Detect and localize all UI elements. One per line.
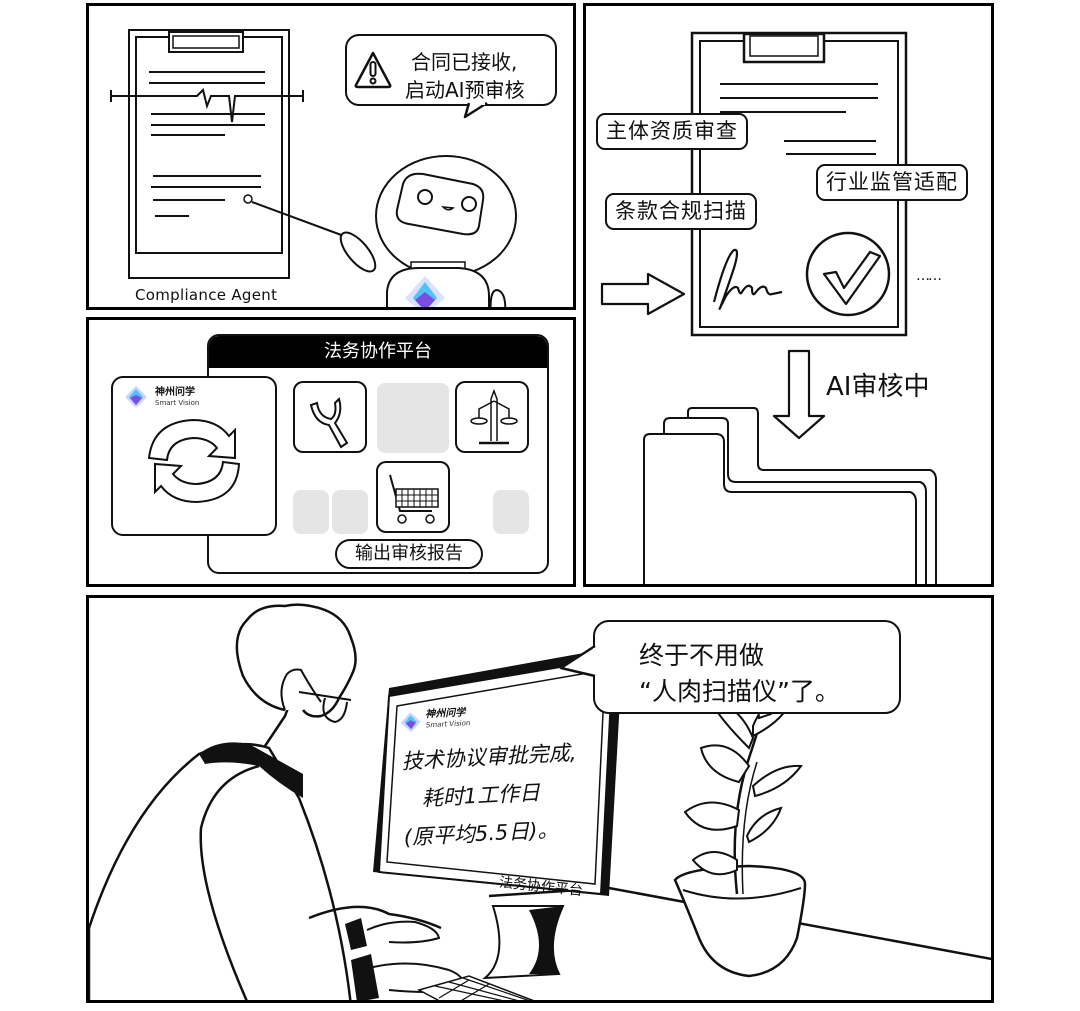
office-worker-drawing	[89, 603, 991, 1000]
speech-bubble-ai-notice: 合同已接收, 启动AI预审核	[345, 34, 557, 106]
ai-reviewing-status: AI审核中	[826, 372, 930, 402]
warning-triangle-icon	[354, 51, 392, 89]
placeholder-tile	[293, 490, 329, 534]
bubble-line-2: 启动AI预审核	[405, 78, 525, 102]
clipboard-document-drawing	[110, 29, 517, 307]
scales-icon	[470, 388, 518, 445]
output-report-label: 输出审核报告	[355, 543, 463, 564]
monitor-logo-en: Smart Vision	[425, 719, 471, 730]
document-caption: Compliance Agent	[135, 286, 278, 304]
speech-bubble-tail	[463, 101, 488, 119]
smart-vision-logo-icon	[405, 276, 445, 307]
panel-ai-review: 主体资质审查 行业监管适配 条款合规扫描 …… AI审核中	[583, 3, 994, 587]
sync-card: 神州问学 Smart Vision	[111, 376, 277, 536]
shopping-cart-icon	[389, 474, 439, 524]
placeholder-tile	[377, 383, 449, 453]
review-drawing	[600, 31, 937, 584]
tag-clause-compliance-scan: 条款合规扫描	[605, 193, 757, 230]
wrench-icon	[309, 397, 349, 449]
approval-message-line-3: (原平均5.5日)。	[403, 817, 560, 850]
logo-en-text: Smart Vision	[155, 399, 200, 407]
placeholder-tile	[493, 490, 529, 534]
sync-arrows-icon	[147, 418, 241, 504]
placeholder-tile	[332, 490, 368, 534]
tag-entity-qualification-review: 主体资质审查	[596, 113, 748, 150]
legal-scales-tile[interactable]	[455, 381, 529, 453]
smart-vision-logo-icon	[125, 386, 147, 408]
panel-legal-platform: 法务协作平台 输出审核报告	[86, 317, 576, 587]
panel-approval-complete: 神州问学 Smart Vision 技术协议审批完成, 耗时1工作日 (原平均5…	[86, 595, 994, 1003]
bubble-line-1: 合同已接收,	[411, 50, 518, 74]
smart-vision-logo-icon	[400, 712, 421, 733]
logo-cn-text: 神州问学	[155, 387, 195, 398]
bubble-line-1: 终于不用做	[639, 641, 765, 670]
approval-message-line-2: 耗时1工作日	[421, 780, 541, 811]
platform-title: 法务协作平台	[324, 341, 432, 362]
monitor-screen: 神州问学 Smart Vision 技术协议审批完成, 耗时1工作日 (原平均5…	[395, 698, 604, 888]
speech-bubble-tail	[559, 644, 597, 678]
bubble-line-2: “人肉扫描仪”了。	[639, 677, 840, 706]
tag-industry-regulation-fit: 行业监管适配	[816, 164, 968, 201]
approval-message-line-1: 技术协议审批完成,	[401, 740, 577, 774]
ellipsis-more: ……	[916, 268, 942, 284]
wrench-tool-tile[interactable]	[293, 381, 367, 453]
procurement-cart-tile[interactable]	[376, 461, 450, 533]
platform-title-bar: 法务协作平台	[209, 336, 547, 368]
panel-contract-received: Compliance Agent 合同已接收, 启动AI预审核	[86, 3, 576, 310]
speech-bubble-relief: 终于不用做 “人肉扫描仪”了。	[593, 620, 901, 714]
output-report-button[interactable]: 输出审核报告	[335, 539, 483, 569]
